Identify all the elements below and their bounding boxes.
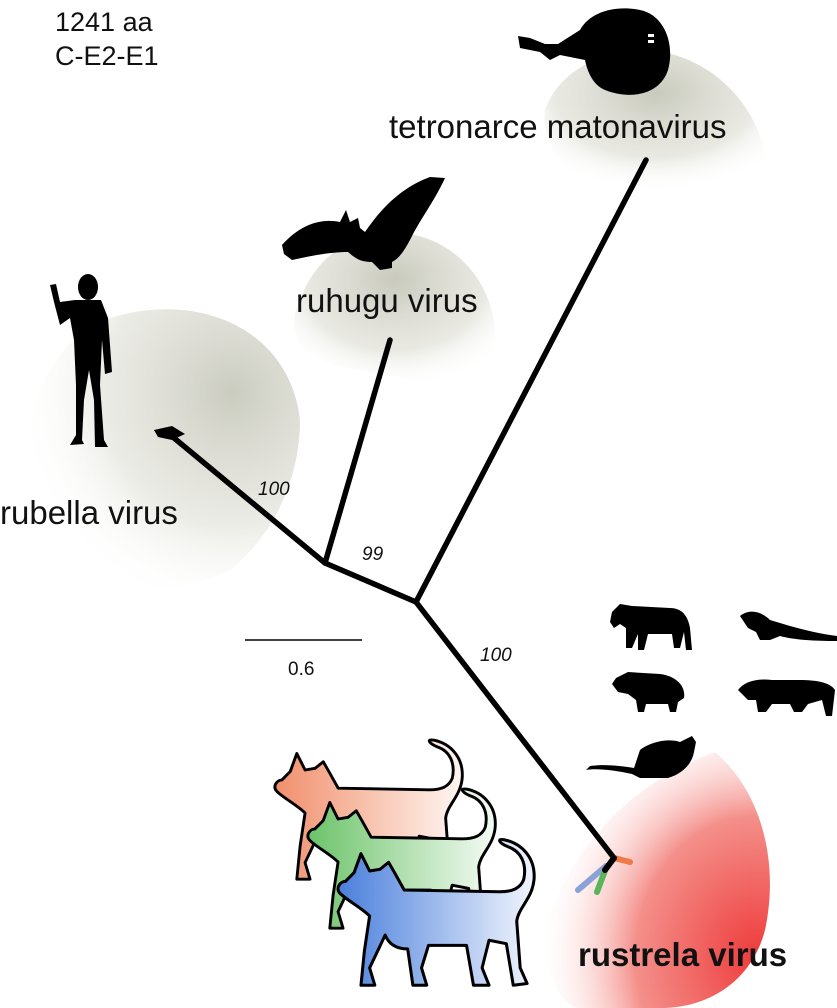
rustrela-halo [545, 752, 770, 1008]
taxon-label-rustrela: rustrela virus [578, 936, 788, 973]
tree-branches [165, 157, 649, 861]
rustrela-tips [575, 855, 633, 895]
protein-region: C-E2-E1 [55, 41, 159, 71]
badger-silhouette-icon [738, 679, 835, 716]
branch-tetronarce [413, 157, 649, 605]
taxon-label-rubella: rubella virus [0, 494, 178, 531]
support-value-rustrela: 100 [480, 645, 512, 666]
rubella-tip-cluster [154, 426, 185, 440]
electric-ray-silhouette-icon [518, 8, 671, 95]
rubella-halo [29, 309, 301, 588]
branch-rubella [165, 430, 328, 566]
otter-silhouette-icon [740, 611, 837, 641]
support-value-rubella: 100 [258, 479, 290, 500]
bat-silhouette-icon [282, 177, 445, 270]
ruhugu-halo [294, 232, 496, 389]
branch-ruhugu [322, 337, 393, 566]
zebra-silhouette-icon [610, 604, 692, 650]
capybara-silhouette-icon [612, 672, 685, 712]
branch-internal [322, 560, 419, 605]
taxon-label-tetronarce: tetronarce matonavirus [389, 108, 727, 145]
scale-bar-value: 0.6 [288, 659, 315, 680]
taxon-label-ruhugu: ruhugu virus [296, 282, 478, 319]
support-value-internal: 99 [362, 544, 384, 565]
cat-outline-icon [273, 738, 536, 987]
mouse-silhouette-icon [586, 736, 696, 778]
human-silhouette-icon [50, 274, 112, 447]
sequence-length: 1241 aa [55, 7, 153, 37]
branch-rustrela [413, 599, 617, 861]
